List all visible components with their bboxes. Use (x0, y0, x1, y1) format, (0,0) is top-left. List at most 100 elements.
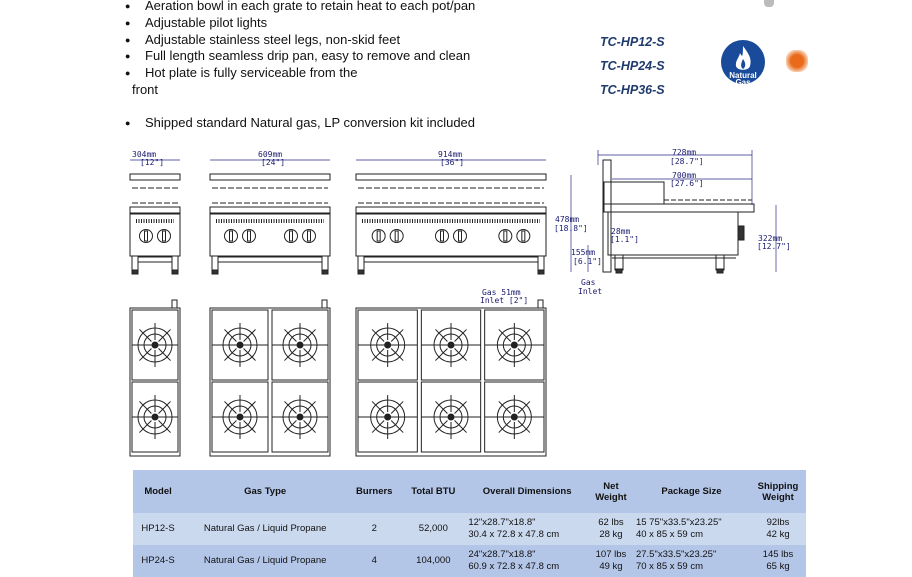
top-gas-inlet-label: Inlet [2"] (480, 296, 528, 305)
model-name: TC-HP12-S (600, 35, 665, 49)
header-model: Model (133, 470, 184, 513)
cell-gas-type: Natural Gas / Liquid Propane (183, 513, 348, 545)
pkg-cm: 40 x 85 x 59 cm (635, 529, 704, 540)
feature-item: Adjustable pilot lights (125, 15, 475, 32)
top-views (129, 299, 547, 457)
cell-model: HP24-S (133, 545, 184, 577)
top-view (209, 299, 331, 457)
front-views (129, 159, 547, 275)
front-view (355, 159, 547, 275)
dim-inlet-height-mm: 155mm (571, 248, 595, 257)
pkg-inches: 15 75"x33.5"x23.25" (635, 517, 722, 528)
cell-gas-type: Natural Gas / Liquid Propane (183, 545, 348, 577)
gas-inlet-label: Inlet (578, 287, 602, 296)
dim-width-24-mm: 609mm (258, 150, 282, 159)
burner-grate (211, 381, 269, 453)
header-total-btu: Total BTU (401, 470, 466, 513)
net-lbs: 62 lbs (598, 517, 624, 528)
badge-text-line2: Gas (735, 78, 751, 87)
dim-width-36-mm: 914mm (438, 150, 462, 159)
table-header-row: Model Gas Type Burners Total BTU Overall… (133, 470, 806, 513)
table-row: HP24-S Natural Gas / Liquid Propane 4 10… (133, 545, 806, 577)
net-kg: 28 kg (599, 529, 623, 540)
cell-btu: 104,000 (401, 545, 466, 577)
cell-package-size: 15 75"x33.5"x23.25"40 x 85 x 59 cm (632, 513, 750, 545)
burner-grate (420, 381, 482, 453)
dim-width-24-in: [24"] (261, 158, 285, 167)
top-view (355, 299, 547, 457)
dim-body-height-in: [12.7"] (757, 242, 791, 251)
technical-drawings: 304mm [12"] 609mm [24"] 914mm [36"] 728m… (129, 148, 791, 457)
cell-burners: 4 (347, 545, 402, 577)
header-gas-type: Gas Type (183, 470, 348, 513)
header-overall-dimensions: Overall Dimensions (465, 470, 589, 513)
ship-kg: 65 kg (766, 561, 790, 572)
burner-grate (420, 309, 482, 381)
header-package-size: Package Size (632, 470, 750, 513)
burner-grate (271, 309, 329, 381)
cell-dimensions: 24"x28.7"x18.8"60.9 x 72.8 x 47.8 cm (465, 545, 589, 577)
burner-grate (131, 381, 179, 453)
feature-item: Full length seamless drip pan, easy to r… (125, 48, 475, 65)
cell-dimensions: 12"x28.7"x18.8"30.4 x 72.8 x 47.8 cm (465, 513, 589, 545)
dim-inches: 12"x28.7"x18.8" (468, 517, 536, 528)
dim-cm: 30.4 x 72.8 x 47.8 cm (468, 529, 560, 540)
ship-lbs: 145 lbs (762, 549, 794, 560)
badge-text-line1: Natural (729, 71, 757, 80)
product-fragment-image (764, 0, 774, 7)
front-view (209, 159, 331, 275)
dim-width-12-in: [12"] (140, 158, 164, 167)
dim-depth-in: [28.7"] (670, 157, 704, 166)
dim-inlet-height-in: [6.1"] (573, 257, 602, 266)
feature-item: Hot plate is fully serviceable from the (125, 65, 475, 82)
feature-item: Adjustable stainless steel legs, non-ski… (125, 32, 475, 49)
burner-grate (357, 381, 418, 453)
pkg-inches: 27.5"x33.5"x23.25" (635, 549, 717, 560)
dim-inlet-offset-mm: 28mm (611, 227, 630, 236)
dim-cm: 60.9 x 72.8 x 47.8 cm (468, 561, 560, 572)
dim-height-mm: 478mm (555, 215, 579, 224)
cell-btu: 52,000 (401, 513, 466, 545)
pkg-cm: 70 x 85 x 59 cm (635, 561, 704, 572)
front-view (129, 159, 181, 275)
burner-grate (357, 309, 418, 381)
side-dimension-lines (570, 150, 777, 272)
flame-icon (735, 46, 751, 70)
dim-width-36-in: [36"] (440, 158, 464, 167)
feature-item: Aeration bowl in each grate to retain he… (125, 0, 475, 15)
burner-grate (211, 309, 269, 381)
net-kg: 49 kg (599, 561, 623, 572)
flame-image (786, 50, 808, 72)
top-gas-inlet-label: Gas 51mm (482, 288, 521, 297)
model-name: TC-HP24-S (600, 59, 665, 73)
model-name: TC-HP36-S (600, 83, 665, 97)
dim-body-height-mm: 322mm (758, 234, 782, 243)
burner-grate (484, 381, 545, 453)
cell-burners: 2 (347, 513, 402, 545)
dim-inner-mm: 700mm (672, 171, 696, 180)
ship-kg: 42 kg (766, 529, 790, 540)
ship-lbs: 92lbs (766, 517, 790, 528)
table-row: HP12-S Natural Gas / Liquid Propane 2 52… (133, 513, 806, 545)
net-lbs: 107 lbs (595, 549, 627, 560)
specifications-table: Model Gas Type Burners Total BTU Overall… (133, 470, 806, 577)
side-view (602, 159, 755, 274)
dim-depth-mm: 728mm (672, 148, 696, 157)
burner-grate (271, 381, 329, 453)
model-list: TC-HP12-S TC-HP24-S TC-HP36-S (600, 30, 665, 102)
shipping-note: Shipped standard Natural gas, LP convers… (125, 115, 475, 132)
dim-width-12-mm: 304mm (132, 150, 156, 159)
cell-package-size: 27.5"x33.5"x23.25"70 x 85 x 59 cm (632, 545, 750, 577)
dim-inches: 24"x28.7"x18.8" (468, 549, 536, 560)
gas-inlet-label: Gas (581, 278, 596, 287)
dim-inner-in: [27.6"] (670, 179, 704, 188)
top-view (129, 299, 181, 457)
cell-model: HP12-S (133, 513, 184, 545)
dim-inlet-offset-in: [1.1"] (610, 235, 639, 244)
header-burners: Burners (347, 470, 402, 513)
dim-height-in: [18.8"] (554, 224, 588, 233)
